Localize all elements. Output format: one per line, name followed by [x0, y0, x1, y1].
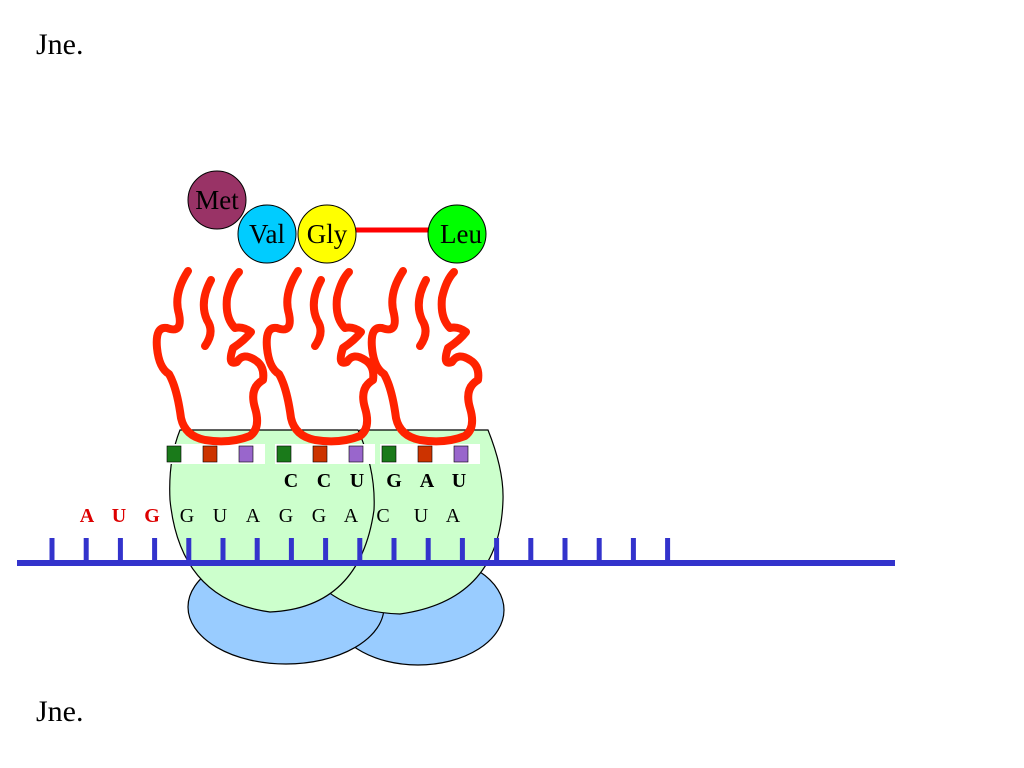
mrna-base: U [414, 505, 429, 527]
amino-acid-label: Met [195, 185, 239, 215]
mrna-base: G [312, 505, 326, 527]
amino-acid-leu: Leu [427, 204, 487, 264]
mrna-bases: A U G G U A G G A C U A [80, 505, 461, 527]
mrna-tick [665, 538, 671, 562]
start-codon-base: U [112, 505, 126, 527]
mrna-tick [494, 538, 500, 562]
bottom-caption: Jne. [36, 695, 84, 728]
trna-anticodon-nucleotide [312, 445, 328, 463]
trna [152, 267, 268, 464]
trna-anticodon-nucleotide [348, 445, 364, 463]
mrna-backbone [17, 560, 895, 566]
mrna-base: G [180, 505, 194, 527]
mrna-ticks [49, 538, 671, 562]
ribosome [169, 429, 505, 666]
mrna-tick [630, 538, 636, 562]
mrna-tick [254, 538, 260, 562]
trna-backbone [367, 267, 483, 446]
mrna-tick [186, 538, 192, 562]
start-codon-base: A [80, 505, 95, 527]
mrna-tick [323, 538, 329, 562]
mrna-tick [562, 538, 568, 562]
anticodon-base: U [452, 470, 466, 492]
mrna-tick [357, 538, 363, 562]
mrna-base: U [213, 505, 228, 527]
ribosome-large-subunit-left [169, 429, 375, 613]
trna-anticodon-nucleotide [166, 445, 182, 463]
trna-backbone [152, 267, 268, 446]
mrna-tick [596, 538, 602, 562]
trna [262, 267, 378, 464]
trna-anticodon-nucleotide [453, 445, 469, 463]
anticodon-base: A [420, 470, 435, 492]
mrna-tick [425, 538, 431, 562]
trna-anticodon-nucleotide [381, 445, 397, 463]
anticodon-base: G [386, 470, 402, 492]
amino-acid-met: Met [187, 170, 247, 230]
mrna-tick [152, 538, 158, 562]
trna-backbone [262, 267, 378, 446]
amino-acid-label: Leu [440, 219, 482, 249]
amino-acid-val: Val [237, 204, 297, 264]
mrna-tick [528, 538, 534, 562]
top-caption: Jne. [36, 28, 84, 61]
mrna-tick [49, 538, 55, 562]
anticodon-base: C [317, 470, 331, 492]
anticodon-base: U [350, 470, 364, 492]
trna [367, 267, 483, 464]
anticodons: C C U G A U [284, 470, 466, 492]
mrna-tick [220, 538, 226, 562]
mrna-tick [288, 538, 294, 562]
anticodon-base: C [284, 470, 298, 492]
mrna-tick [391, 538, 397, 562]
mrna-base: A [246, 505, 261, 527]
trna-anticodon-nucleotide [276, 445, 292, 463]
amino-acid-gly: Gly [297, 204, 357, 264]
amino-acid-label: Gly [307, 219, 348, 249]
trna-anticodon-nucleotide [238, 445, 254, 463]
mrna-strand [17, 538, 895, 566]
mrna-base: G [279, 505, 293, 527]
mrna-base: A [446, 505, 461, 527]
trna-anticodon-nucleotide [417, 445, 433, 463]
mrna-base: A [344, 505, 359, 527]
mrna-tick [117, 538, 123, 562]
amino-acid-label: Val [249, 219, 285, 249]
trna-anticodon-nucleotide [202, 445, 218, 463]
mrna-tick [459, 538, 465, 562]
mrna-tick [83, 538, 89, 562]
start-codon-base: G [144, 505, 160, 527]
mrna-base: C [376, 505, 389, 527]
trna-group [152, 267, 483, 464]
